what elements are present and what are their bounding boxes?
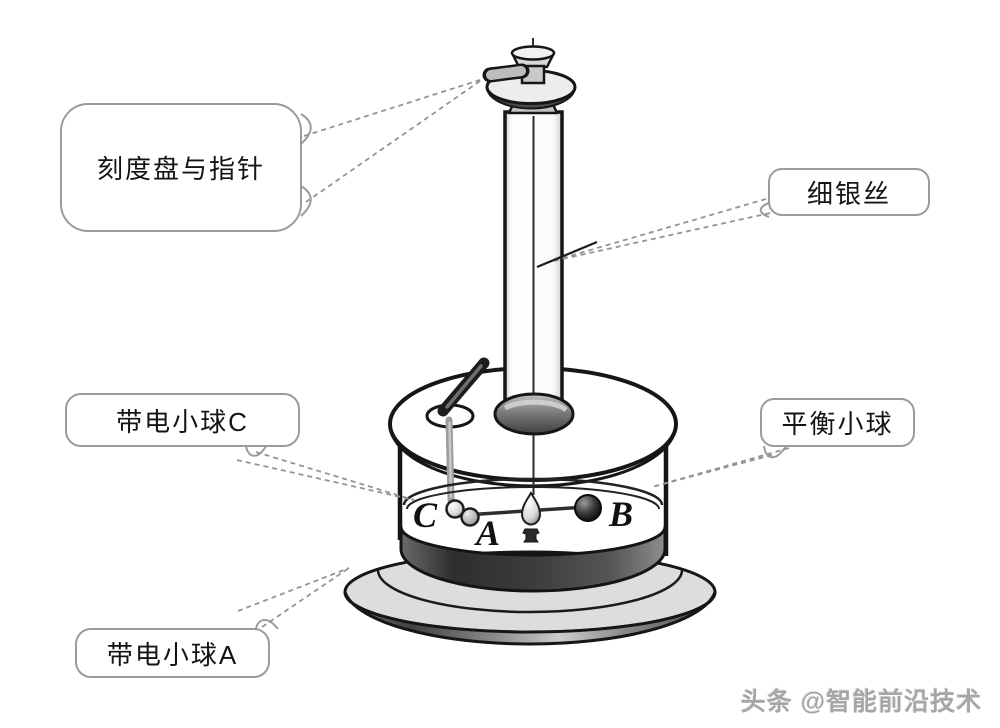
callout-dial-pointer: 刻度盘与指针 xyxy=(60,103,302,232)
damper xyxy=(520,491,542,543)
leader-wire-2 xyxy=(548,212,771,263)
leader-wire-1 xyxy=(548,198,767,263)
leader-balance-2 xyxy=(651,447,790,488)
leader-lines xyxy=(236,78,790,628)
knob-top xyxy=(510,45,556,61)
watermark-text: 头条 @智能前沿技术 xyxy=(740,688,982,716)
leader-wire-pointer-tick xyxy=(536,240,598,269)
leader-dial-1 xyxy=(303,78,484,137)
ball-a-marker: A xyxy=(474,513,500,553)
charging-rod xyxy=(425,357,490,504)
callout-charged-ball-a-label: 带电小球A xyxy=(106,639,239,670)
glass-drum-walls xyxy=(397,445,669,556)
base-step-groove xyxy=(376,569,684,614)
leader-ball-c-1 xyxy=(255,451,415,501)
leader-ball-a-1 xyxy=(237,567,350,612)
callout-dial-pointer-label: 刻度盘与指针 xyxy=(96,154,265,184)
ball-a xyxy=(460,507,480,527)
callout-charged-ball-c: 带电小球C xyxy=(65,393,300,447)
leader-ball-c-2 xyxy=(236,459,415,501)
torsion-head xyxy=(482,38,577,115)
callout-charged-ball-a: 带电小球A xyxy=(75,628,270,678)
suspension-collar xyxy=(493,392,575,436)
ball-b xyxy=(574,494,602,522)
ball-c xyxy=(445,499,465,519)
callout-silver-wire: 细银丝 xyxy=(768,168,930,216)
callout-balance-ball-label: 平衡小球 xyxy=(781,409,894,439)
leader-balance-1 xyxy=(651,454,773,488)
callout-silver-wire-label: 细银丝 xyxy=(806,178,891,209)
callout-charged-ball-c-label: 带电小球C xyxy=(116,406,249,437)
ball-c-marker: C xyxy=(413,495,438,535)
pointer-handle xyxy=(482,63,530,83)
leader-dial-2 xyxy=(305,78,484,203)
drum-interior: C A B xyxy=(402,477,664,553)
ball-b-marker: B xyxy=(608,494,633,534)
callout-balance-ball: 平衡小球 xyxy=(760,398,915,447)
